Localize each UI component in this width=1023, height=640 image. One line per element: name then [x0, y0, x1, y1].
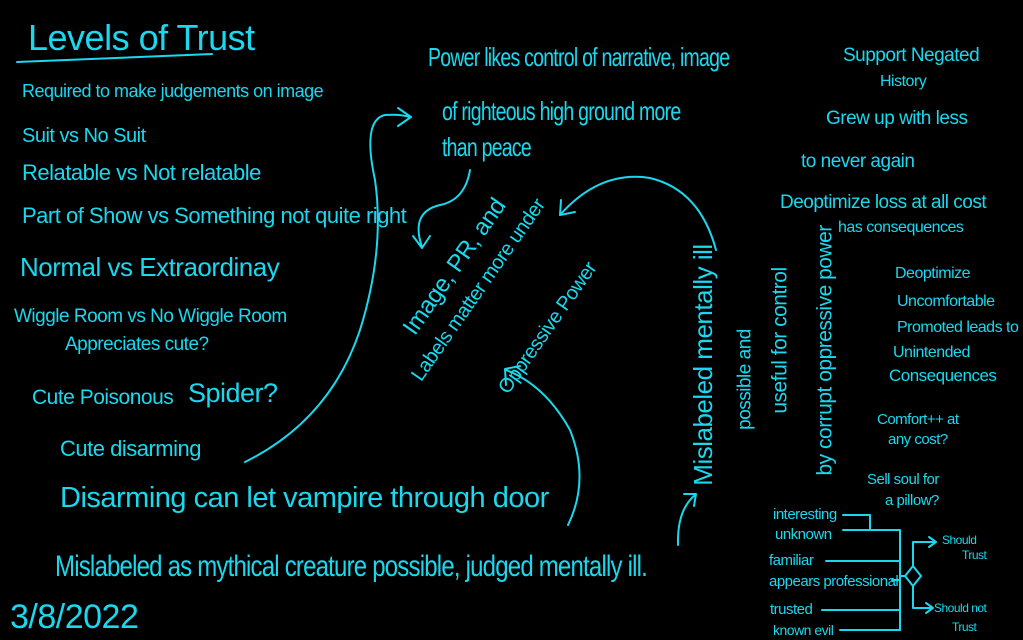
- power-line-2: of righteous high ground more: [442, 96, 681, 126]
- list-item: Normal vs Extraordinay: [20, 252, 280, 282]
- arrow-head-icon: [928, 536, 937, 548]
- flow-input: appears professional: [769, 573, 899, 590]
- arrow-mythical-to-vertical: [676, 494, 696, 546]
- any-cost-text: any cost?: [888, 431, 948, 448]
- appreciates-cute-text: Appreciates cute?: [65, 334, 209, 355]
- deoptimize-text: Deoptimize: [895, 265, 971, 282]
- should-not-trust-label-2: Trust: [952, 620, 977, 634]
- vertical-line-4: by corrupt oppressive power: [813, 225, 837, 476]
- arrow-head-icon: [683, 493, 697, 507]
- history-text: History: [880, 73, 927, 90]
- has-consequences-text: has consequences: [838, 219, 964, 236]
- list-item: Relatable vs Not relatable: [22, 160, 261, 185]
- spider-text-b: Spider?: [188, 378, 278, 408]
- intro-text: Required to make judgements on image: [22, 81, 324, 101]
- should-trust-label-1: Should: [942, 533, 977, 547]
- should-trust-label-2: Trust: [962, 548, 987, 562]
- flow-line-unknown: [842, 529, 901, 631]
- vertical-line-1: Mislabeled mentally ill: [688, 244, 718, 486]
- grew-text: Grew up with less: [826, 108, 968, 129]
- vertical-line-3: useful for control: [768, 267, 792, 414]
- decision-diamond: [903, 564, 923, 588]
- unintended-text: Unintended: [893, 344, 970, 361]
- arrow-vampire-to-power: [244, 113, 411, 463]
- uncomfortable-text: Uncomfortable: [897, 293, 995, 310]
- list-item: Suit vs No Suit: [22, 125, 146, 147]
- should-not-trust-label-1: Should not: [934, 601, 987, 615]
- title-underline: [16, 53, 213, 63]
- page-title: Levels of Trust: [28, 17, 255, 58]
- list-item: Wiggle Room vs No Wiggle Room: [14, 306, 287, 327]
- arrow-head-icon: [412, 235, 431, 249]
- promoted-text: Promoted leads to: [897, 319, 1019, 336]
- flow-input: interesting: [773, 506, 837, 523]
- list-item: Part of Show vs Something not quite righ…: [22, 203, 407, 228]
- vertical-line-2: possible and: [734, 329, 756, 430]
- support-text: Support Negated: [843, 45, 980, 66]
- flow-arrow-trust: [912, 541, 936, 567]
- arrow-head-icon: [397, 107, 412, 127]
- pillow-text: a pillow?: [885, 492, 939, 509]
- arrow-power-to-image: [417, 169, 471, 248]
- comfort-text: Comfort++ at: [877, 411, 959, 428]
- consequences-text: Consequences: [889, 366, 997, 385]
- cute-disarming-text: Cute disarming: [60, 436, 201, 461]
- mythical-text: Mislabeled as mythical creature possible…: [55, 550, 648, 583]
- flow-line-interesting: [842, 514, 871, 531]
- arrow-mythical-to-oppressive: [505, 369, 581, 526]
- deopt-loss-text: Deoptimize loss at all cost: [780, 192, 987, 213]
- flow-input: unknown: [775, 526, 832, 543]
- arrow-head-icon: [559, 199, 576, 216]
- flow-arrow-not-trust: [912, 585, 933, 609]
- arrow-mislabeled-to-labels: [559, 175, 717, 251]
- sell-soul-text: Sell soul for: [867, 471, 939, 488]
- arrow-head-icon: [504, 365, 521, 386]
- vampire-text: Disarming can let vampire through door: [60, 482, 549, 514]
- arrow-head-icon: [925, 602, 934, 614]
- power-line-3: than peace: [442, 132, 532, 162]
- never-text: to never again: [801, 151, 915, 172]
- flow-input: known evil: [773, 622, 834, 638]
- flow-input: familiar: [769, 552, 814, 569]
- date-text: 3/8/2022: [10, 598, 139, 636]
- power-line-1: Power likes control of narrative, image: [428, 42, 730, 72]
- spider-text-a: Cute Poisonous: [32, 386, 174, 409]
- flow-input: trusted: [770, 601, 813, 618]
